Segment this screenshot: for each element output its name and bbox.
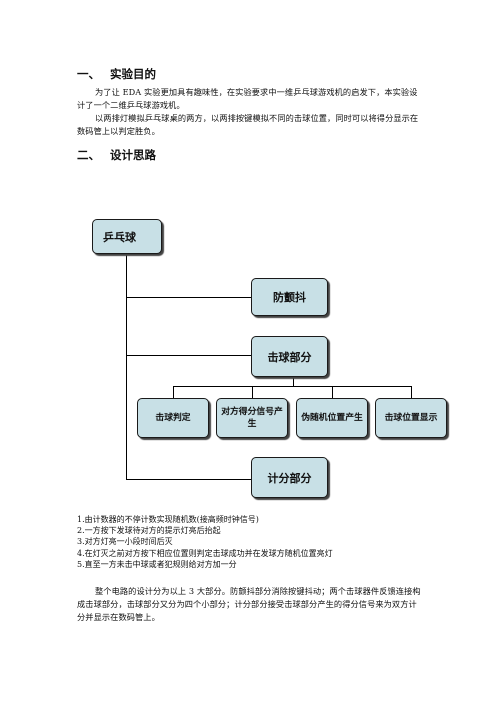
root-box: 乒乓球 xyxy=(92,219,162,254)
sub-box-3: 伪随机位置产生 xyxy=(296,398,368,438)
connector-hit-down xyxy=(293,377,294,387)
connector-debounce xyxy=(126,297,251,298)
connector-score xyxy=(126,479,251,480)
sub-box-2: 对方得分信号产生 xyxy=(216,398,288,438)
sub-label-1: 击球判定 xyxy=(155,413,191,423)
score-box: 计分部分 xyxy=(251,457,328,498)
root-label: 乒乓球 xyxy=(103,230,136,244)
hit-label: 击球部分 xyxy=(267,350,312,364)
sub-label-2: 对方得分信号产生 xyxy=(221,407,283,429)
section-number-1: 一、 xyxy=(77,67,100,81)
connector-sub-bus xyxy=(173,386,411,387)
connector-sub1 xyxy=(173,386,174,398)
paragraph-2: 以两排灯模拟乒乓球桌的两方，以两排按键模拟不同的击球位置，同时可以将得分显示在数… xyxy=(77,113,419,136)
sub-box-4: 击球位置显示 xyxy=(375,398,447,438)
sub-box-1: 击球判定 xyxy=(137,398,209,438)
section-title-2: 设计思路 xyxy=(110,148,156,162)
connector-sub4 xyxy=(411,386,412,398)
sub-label-3: 伪随机位置产生 xyxy=(301,413,363,423)
hit-box: 击球部分 xyxy=(251,336,328,377)
paragraph-3: 整个电路的设计分为以上 3 大部分。防颤抖部分消除按键抖动；两个击球器件反馈连接… xyxy=(77,586,421,622)
list-item: 1.由计数器的不停计数实现随机数(接高频时钟信号) xyxy=(77,515,259,524)
list-item: 4.在灯灭之前对方按下相应位置则判定击球成功并在发球方随机位置亮灯 xyxy=(77,548,333,558)
list-item: 3.对方灯亮一小段时间后灭 xyxy=(77,537,173,547)
debounce-label: 防颤抖 xyxy=(273,291,306,304)
connector-sub3 xyxy=(332,386,333,398)
section-number-2: 二、 xyxy=(77,148,100,162)
sub-label-4: 击球位置显示 xyxy=(384,413,438,423)
score-label: 计分部分 xyxy=(267,471,312,485)
list-item: 5.直至一方未击中球或者犯规则给对方加一分 xyxy=(77,559,237,569)
connector-trunk xyxy=(126,254,127,480)
connector-sub2 xyxy=(252,386,253,398)
connector-hit xyxy=(126,355,251,356)
section-title-1: 实验目的 xyxy=(110,67,156,81)
debounce-box: 防颤抖 xyxy=(251,278,328,316)
step-list: 1.由计数器的不停计数实现随机数(接高频时钟信号) 2.一方按下发球待对方的提示… xyxy=(77,514,427,570)
list-item: 2.一方按下发球待对方的提示灯亮后抬起 xyxy=(77,526,221,536)
paragraph-1: 为了让 EDA 实验更加具有趣味性，在实验要求中一维乒乓球游戏机的启发下，本实验… xyxy=(77,87,418,110)
